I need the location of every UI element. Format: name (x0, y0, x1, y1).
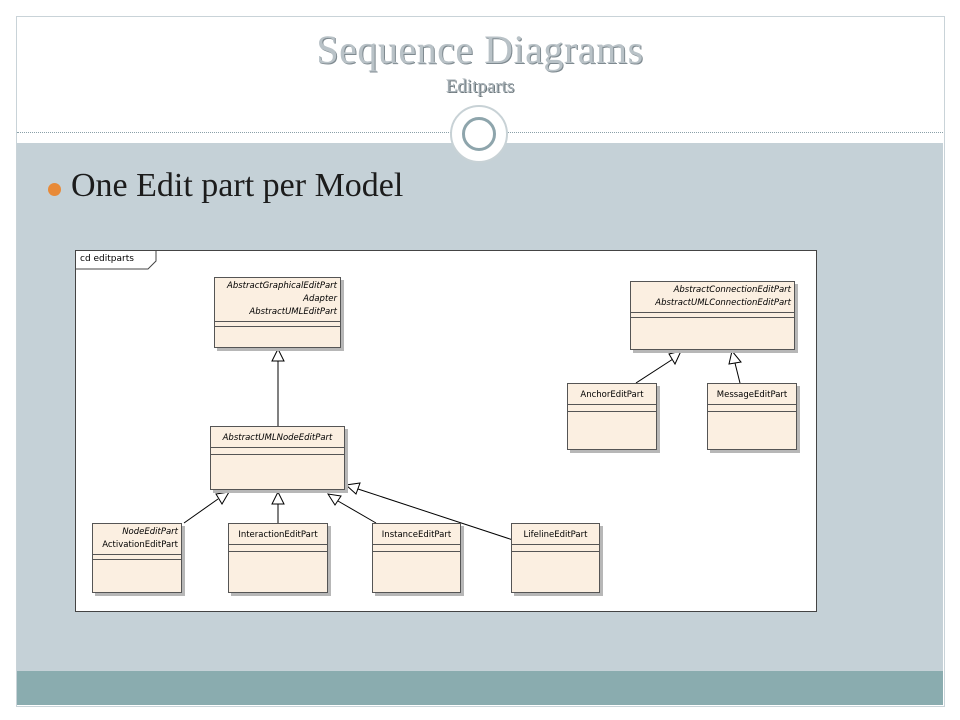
slide-title: Sequence Diagrams (316, 27, 644, 72)
footer-band (17, 671, 943, 705)
ring-icon (462, 117, 496, 151)
class-name: LifelineEditPart (523, 530, 588, 540)
class-name: InstanceEditPart (381, 530, 452, 540)
class-header: AbstractConnectionEditPart AbstractUMLCo… (631, 282, 794, 313)
class-name: InteractionEditPart (238, 530, 318, 540)
class-message-edit-part: MessageEditPart (707, 383, 797, 450)
class-attributes (708, 405, 796, 412)
frame-tab-outline (76, 251, 157, 270)
class-name: ActivationEditPart (102, 540, 178, 550)
inheritance-arrowhead (728, 349, 742, 365)
inheritance-line-nodeedit (183, 498, 219, 524)
class-name: MessageEditPart (716, 390, 788, 400)
class-name: AbstractUMLNodeEditPart (222, 433, 333, 443)
class-interface: NodeEditPart (122, 527, 178, 537)
class-abstract-graphical-edit-part: AbstractGraphicalEditPart Adapter Abstra… (214, 277, 341, 348)
class-header: AnchorEditPart (568, 384, 656, 405)
class-abstract-connection-edit-part: AbstractConnectionEditPart AbstractUMLCo… (630, 281, 795, 350)
class-attributes (93, 555, 181, 560)
inheritance-arrowhead (668, 350, 682, 366)
class-attributes (215, 322, 340, 327)
class-attributes (211, 448, 344, 455)
class-abstract-uml-node-edit-part: AbstractUMLNodeEditPart (210, 426, 345, 490)
class-header: AbstractUMLNodeEditPart (211, 427, 344, 448)
class-instance-edit-part: InstanceEditPart (372, 523, 461, 593)
class-anchor-edit-part: AnchorEditPart (567, 383, 657, 450)
inheritance-line-anchor (635, 358, 674, 384)
slide-subtitle: Editparts (445, 76, 515, 97)
class-name: AbstractGraphicalEditPart (227, 281, 337, 291)
class-header: NodeEditPart ActivationEditPart (93, 524, 181, 555)
class-name: AnchorEditPart (580, 390, 644, 400)
bullet-dot-icon (48, 183, 61, 196)
diagram-connectors (76, 251, 742, 541)
class-interface: AbstractUMLConnectionEditPart (655, 298, 791, 308)
class-header: LifelineEditPart (512, 524, 599, 545)
circle-ornament-icon (450, 105, 508, 163)
class-header: InstanceEditPart (373, 524, 460, 545)
class-attributes (512, 545, 599, 552)
bullet-text: One Edit part per Model (71, 167, 404, 204)
class-header: AbstractGraphicalEditPart Adapter Abstra… (215, 278, 340, 322)
frame-label: cd editparts (80, 254, 134, 264)
inheritance-line-lifeline (357, 488, 514, 541)
class-interface: Adapter (303, 294, 337, 304)
inheritance-arrowhead (344, 482, 361, 495)
inheritance-arrowhead (271, 347, 285, 362)
class-header: MessageEditPart (708, 384, 796, 405)
class-header: InteractionEditPart (229, 524, 327, 545)
class-interface: AbstractUMLEditPart (249, 307, 337, 317)
class-lifeline-edit-part: LifelineEditPart (511, 523, 600, 593)
class-interaction-edit-part: InteractionEditPart (228, 523, 328, 593)
class-attributes (229, 545, 327, 552)
inheritance-line-instance (337, 500, 377, 524)
class-attributes (373, 545, 460, 552)
inheritance-arrowhead (271, 490, 285, 505)
class-name: AbstractConnectionEditPart (673, 285, 791, 295)
inheritance-arrowhead (215, 491, 230, 505)
inheritance-line-message (734, 362, 741, 384)
class-diagram: cd editparts AbstractGraphicalEditPart A… (75, 250, 817, 612)
inheritance-arrowhead (326, 493, 342, 506)
class-activation-edit-part: NodeEditPart ActivationEditPart (92, 523, 182, 593)
class-attributes (568, 405, 656, 412)
class-attributes (631, 313, 794, 318)
